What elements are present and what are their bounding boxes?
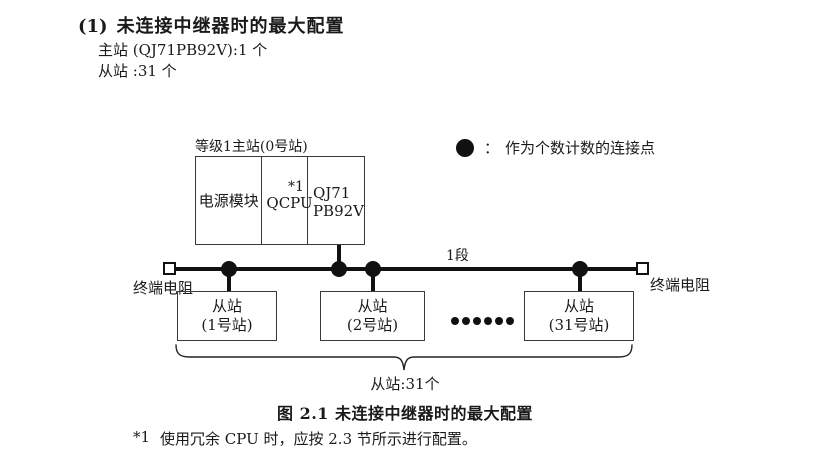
pb92v-line1: QJ71 <box>312 184 351 202</box>
slave-count-line: 从站 :31 个 <box>98 62 177 80</box>
slave31-line2: (31号站) <box>548 316 610 334</box>
slave2-line2: (2号站) <box>346 316 399 334</box>
section-number: (1) <box>78 16 108 37</box>
segment-label: 1段 <box>446 248 469 264</box>
underbrace <box>175 344 633 371</box>
ellipsis-dot <box>462 317 470 325</box>
ellipsis-dots <box>451 317 514 325</box>
slave1-line1: 从站 <box>211 297 242 315</box>
brace-label: 从站:31个 <box>370 375 440 393</box>
legend-text: 作为个数计数的连接点 <box>505 139 656 157</box>
slave1-line2: (1号站) <box>201 316 253 334</box>
right-terminator-label: 终端电阻 <box>650 276 711 294</box>
footnote-text: 使用冗余 CPU 时，应按 2.3 节所示进行配置。 <box>160 430 477 448</box>
slave31-line1: 从站 <box>563 297 594 315</box>
connection-point-icon <box>456 138 474 157</box>
master-station-box: 电源模块 *1 QCPU QJ71 PB92V <box>195 156 365 245</box>
section-title: 未连接中继器时的最大配置 <box>116 16 345 37</box>
ellipsis-dot <box>495 317 503 325</box>
slave1-box: 从站 (1号站) <box>177 291 277 341</box>
connection-dot-master <box>331 261 347 277</box>
pb92v-cell: QJ71 PB92V <box>308 157 364 244</box>
slave31-box: 从站 (31号站) <box>524 291 634 341</box>
slave2-box: 从站 (2号站) <box>320 291 425 341</box>
slave2-line1: 从站 <box>357 297 388 315</box>
pb92v-line2: PB92V <box>312 202 364 220</box>
section-heading: (1) 未连接中继器时的最大配置 <box>78 12 345 38</box>
right-terminator-icon <box>636 262 649 275</box>
footnote-marker: *1 <box>133 428 151 446</box>
slave2-drop-line <box>371 269 375 292</box>
legend: ： 作为个数计数的连接点 <box>456 137 655 158</box>
ellipsis-dot <box>473 317 481 325</box>
figure-caption: 图 2.1 未连接中继器时的最大配置 <box>277 404 533 423</box>
left-terminator-icon <box>163 262 176 275</box>
qcpu-label: QCPU <box>266 194 313 212</box>
ellipsis-dot <box>506 317 514 325</box>
master-station-label: 等级1主站(0号站) <box>195 139 308 155</box>
qcpu-footnote-ref: *1 <box>288 179 304 195</box>
slave1-drop-line <box>227 269 231 292</box>
left-terminator-label: 终端电阻 <box>133 279 194 297</box>
master-drop-line <box>337 245 341 269</box>
power-module-cell: 电源模块 <box>196 157 263 244</box>
master-count-line: 主站 (QJ71PB92V):1 个 <box>98 41 268 59</box>
bus-line <box>170 267 642 271</box>
ellipsis-dot <box>451 317 459 325</box>
ellipsis-dot <box>484 317 492 325</box>
qcpu-cell: *1 QCPU <box>262 157 313 244</box>
legend-colon: ： <box>484 139 500 157</box>
slave31-drop-line <box>578 269 582 292</box>
